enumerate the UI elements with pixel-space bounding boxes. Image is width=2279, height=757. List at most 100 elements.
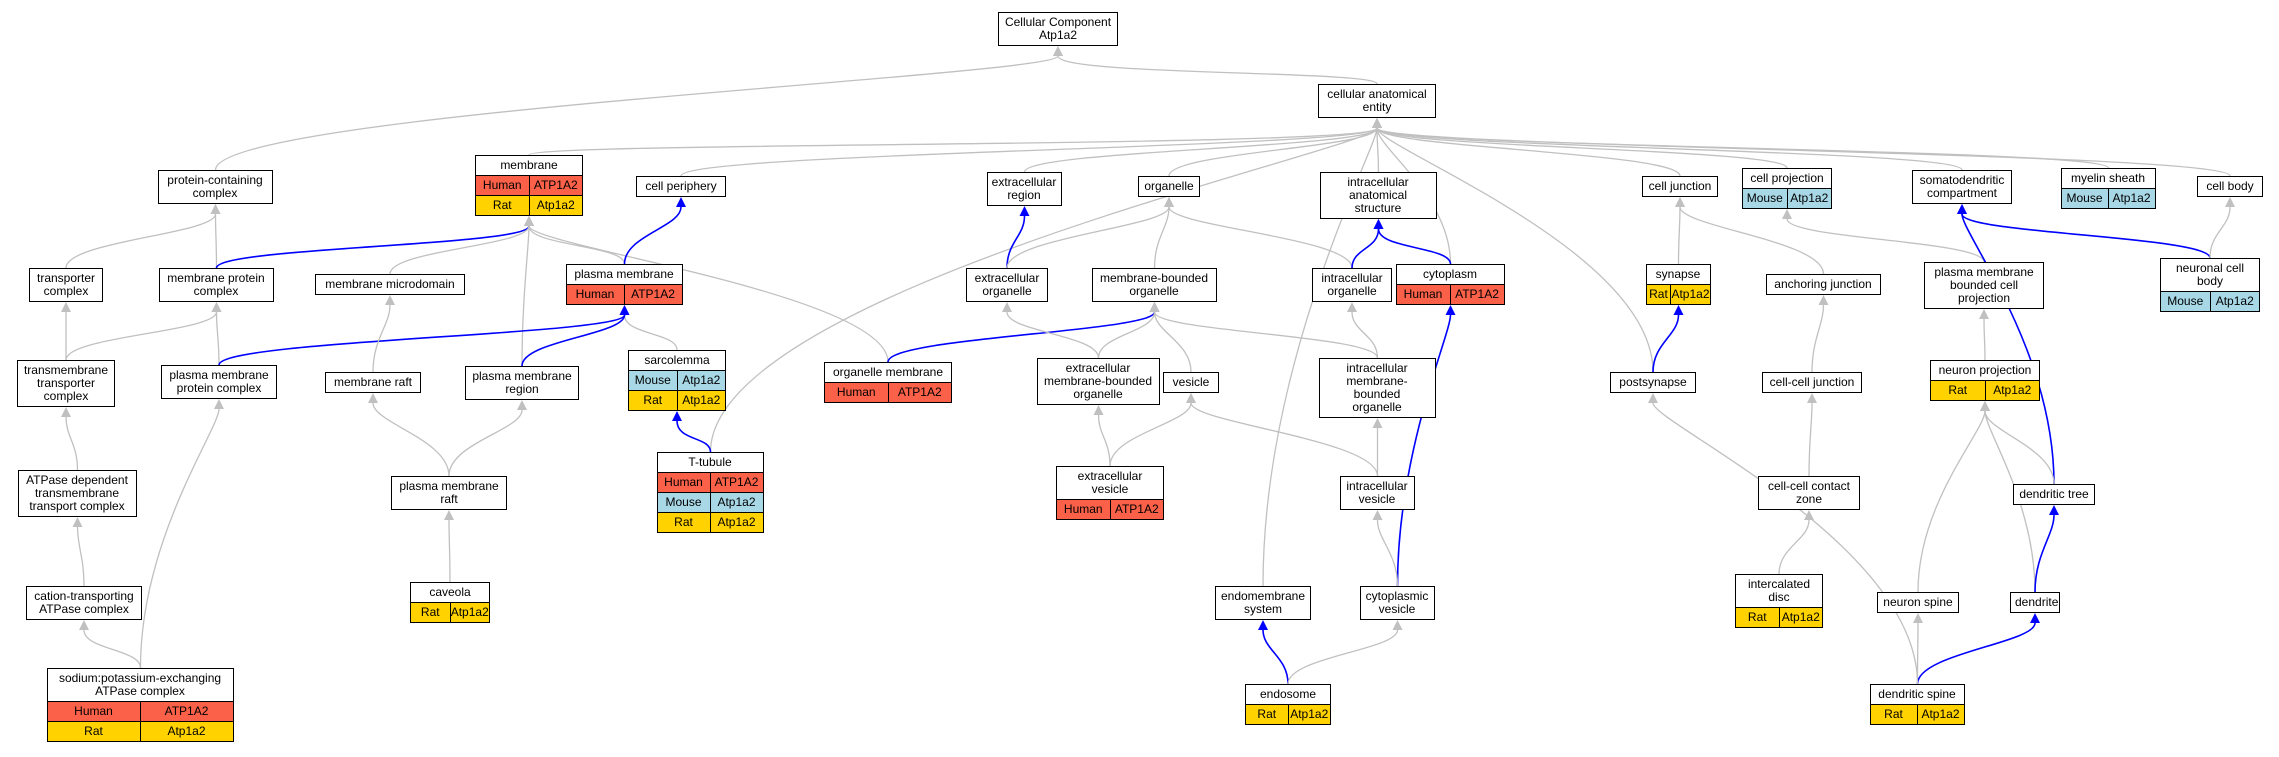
node-anchoring[interactable]: anchoring junction	[1765, 274, 1881, 295]
node-mmd[interactable]: membrane microdomain	[315, 274, 465, 295]
node-postsynapse[interactable]: postsynapse	[1610, 372, 1696, 393]
node-mraft[interactable]: membrane raft	[325, 372, 421, 393]
arrowhead	[210, 204, 221, 214]
node-mpc[interactable]: membrane protein complex	[158, 268, 274, 302]
edge-extves-to-embo	[1097, 414, 1111, 467]
node-label: plasma membrane region	[472, 369, 572, 396]
node-intves[interactable]: intracellular vesicle	[1339, 476, 1415, 510]
node-imbo[interactable]: intracellular membrane-bounded organelle	[1318, 358, 1436, 418]
species-cell: Human	[74, 704, 113, 718]
arrowhead	[1807, 393, 1817, 403]
node-dendrite[interactable]: dendrite	[2010, 592, 2060, 613]
gene-cell: ATP1A2	[139, 702, 233, 721]
edge-mpc-to-pcc	[214, 213, 218, 269]
node-organelle[interactable]: organelle	[1138, 176, 1200, 197]
edge-pm-to-membrane	[528, 225, 626, 265]
gene-cell: ATP1A2	[709, 473, 763, 492]
node-label: membrane protein complex	[167, 271, 265, 298]
node-label: protein-containing complex	[167, 173, 263, 200]
node-pmraft[interactable]: plasma membrane raft	[391, 476, 507, 510]
node-label: membrane raft	[333, 375, 413, 389]
node-periphery[interactable]: cell periphery	[636, 176, 726, 197]
arrowhead	[1149, 302, 1160, 312]
node-endomem[interactable]: endomembrane system	[1215, 586, 1311, 620]
node-cae[interactable]: cellular anatomical entity	[1318, 84, 1436, 118]
node-mbo[interactable]: membrane-bounded organelle	[1091, 268, 1217, 302]
species-cell: Rat	[1257, 707, 1277, 721]
edge-cccz-to-ccj	[1808, 402, 1813, 477]
node-root[interactable]: Cellular Component Atp1a2	[998, 12, 1118, 46]
species-cell: Human	[664, 475, 703, 489]
node-intorg[interactable]: intracellular organelle	[1312, 268, 1392, 302]
node-tmtc[interactable]: transmembrane transporter complex	[17, 360, 115, 407]
node-nspine[interactable]: neuron spine	[1877, 592, 1959, 613]
edge-intorg-to-organelle	[1168, 206, 1353, 269]
node-label: plasma membrane	[574, 267, 674, 281]
node-ias[interactable]: intracellular anatomical structure	[1319, 172, 1437, 219]
species-cell: Human	[1403, 287, 1443, 301]
node-embo[interactable]: extracellular membrane-bounded organelle	[1036, 358, 1160, 405]
node-extorg[interactable]: extracellular organelle	[966, 268, 1048, 302]
node-nakatpase[interactable]: sodium:potassium-exchanging ATPase compl…	[46, 668, 234, 742]
node-celljunction[interactable]: cell junction	[1642, 176, 1718, 197]
node-pmr[interactable]: plasma membrane region	[465, 366, 579, 400]
edge-dendrite-to-neuproj	[1984, 410, 2036, 593]
edge-caveola-to-pmraft	[448, 519, 451, 583]
node-label: organelle	[1144, 179, 1194, 193]
node-cytves[interactable]: cytoplasmic vesicle	[1359, 586, 1435, 620]
node-label: transporter complex	[36, 271, 96, 298]
node-label: cytoplasmic vesicle	[1365, 589, 1429, 616]
gene-cell: Atp1a2	[1786, 189, 1832, 208]
species-cell: Rat	[1747, 610, 1767, 624]
node-label: transmembrane transporter complex	[23, 363, 109, 403]
node-pmpc[interactable]: plasma membrane protein complex	[161, 365, 277, 399]
edge-extorg-to-extreg	[1006, 215, 1026, 269]
gene-cell: Atp1a2	[139, 722, 233, 741]
node-pmbcp[interactable]: plasma membrane bounded cell projection	[1924, 262, 2044, 309]
edge-periphery-to-cae	[680, 127, 1378, 177]
gene-cell: ATP1A2	[1449, 285, 1504, 304]
node-label: endomembrane system	[1220, 589, 1306, 616]
arrowhead	[79, 620, 89, 630]
node-catp[interactable]: cation-transporting ATPase complex	[26, 586, 142, 620]
node-vesicle[interactable]: vesicle	[1163, 372, 1219, 393]
node-label: cellular anatomical entity	[1327, 87, 1427, 114]
edge-endosome-to-cytves	[1287, 629, 1399, 685]
edge-pmraft-to-pmr	[448, 409, 523, 477]
node-somato[interactable]: somatodendritic compartment	[1912, 170, 2012, 204]
node-transporter[interactable]: transporter complex	[29, 268, 103, 302]
node-dtree[interactable]: dendritic tree	[2013, 484, 2095, 505]
node-cccz[interactable]: cell-cell contact zone	[1758, 476, 1860, 510]
edge-nakatpase-to-pmpc	[139, 408, 220, 669]
arrowhead	[61, 302, 71, 312]
node-label: extracellular organelle	[974, 271, 1040, 298]
gene-cell: Atp1a2	[709, 493, 763, 512]
node-pcc[interactable]: protein-containing complex	[157, 170, 273, 204]
edge-postsynapse-to-synapse	[1652, 314, 1680, 373]
edge-postsynapse-to-cae	[1376, 127, 1654, 373]
node-cellbody[interactable]: cell body	[2197, 176, 2263, 197]
gene-cell: Atp1a2	[1984, 381, 2040, 400]
edge-intves-to-vesicle	[1190, 402, 1379, 477]
node-extreg[interactable]: extracellular region	[986, 172, 1062, 206]
arrowhead	[672, 411, 682, 421]
node-label: sodium:potassium-exchanging ATPase compl…	[58, 671, 222, 698]
node-atpdep[interactable]: ATPase dependent transmembrane transport…	[17, 470, 137, 517]
node-ccj[interactable]: cell-cell junction	[1762, 372, 1862, 393]
